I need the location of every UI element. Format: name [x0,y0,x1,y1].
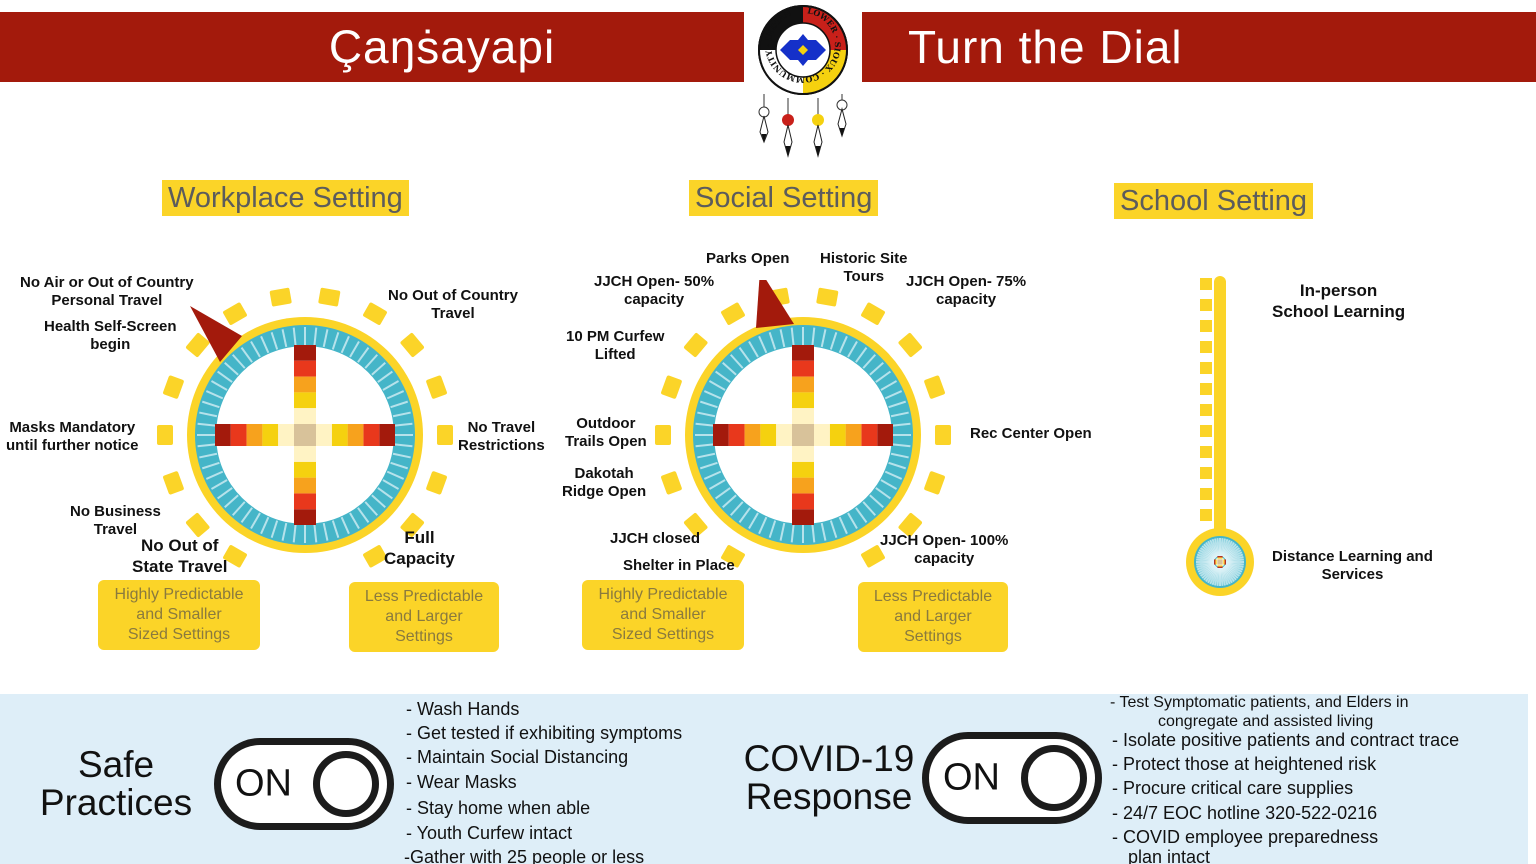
list-item: - Test Symptomatic patients, and Elders … [1110,694,1409,711]
list-item: - Wash Hands [406,699,520,719]
thermometer-tick [1200,425,1212,437]
social-label-dakotah: Dakotah Ridge Open [562,465,647,500]
social-label-jjch-closed: JJCH closed [610,530,701,547]
social-dial-ticks [655,287,951,568]
list-item: - 24/7 EOC hotline 320-522-0216 [1112,803,1378,823]
thermometer-tick [1200,446,1212,458]
safe-practices-list: - Wash Hands - Get tested if exhibiting … [404,697,682,864]
social-label-jjch-50: JJCH Open- 50% capacity [594,273,715,308]
workplace-badge-left: Highly Predictable and Smaller Sized Set… [98,580,260,650]
social-badge-right: Less Predictable and Larger Settings [858,582,1008,652]
toggle-knob-icon [1021,745,1087,811]
workplace-label-air-travel: No Air or Out of Country Personal Travel [20,274,194,309]
list-item: - Isolate positive patients and contract… [1112,730,1460,750]
safe-toggle-label: ON [235,762,292,805]
social-label-jjch-75: JJCH Open- 75% capacity [906,273,1027,308]
list-item: plan intact [1128,847,1211,864]
social-dial [655,280,951,568]
covid-response-toggle[interactable]: ON [922,732,1102,824]
social-title: Social Setting [689,180,879,216]
safe-practices-toggle[interactable]: ON [214,738,394,830]
list-item: - Wear Masks [406,772,517,792]
thermometer-tube [1214,276,1226,538]
thermometer-tick [1200,467,1212,479]
school-label-distance: Distance Learning and Services [1272,548,1433,583]
school-thermometer-scale [1200,278,1212,521]
toggle-knob-icon [313,751,379,817]
thermometer-tick [1200,320,1212,332]
thermometer-tick [1200,278,1212,290]
social-label-rec-center: Rec Center Open [970,425,1092,442]
list-item: - Protect those at heightened risk [1112,754,1377,774]
covid-response-list: - Test Symptomatic patients, and Elders … [1110,693,1409,731]
social-label-shelter: Shelter in Place [623,557,735,574]
list-item: - Youth Curfew intact [406,823,573,843]
thermometer-tick [1200,383,1212,395]
list-item: - Get tested if exhibiting symptoms [406,723,683,743]
pointer-arrow-icon [756,280,794,328]
workplace-label-self-screen: Health Self-Screen begin [44,318,177,353]
covid-toggle-label: ON [943,756,1000,799]
feather-icon [758,94,770,144]
header-banner-left: Çaŋṡayapi [0,12,744,82]
list-item: - Stay home when able [406,798,591,818]
safe-practices-title: Safe Practices [39,744,193,823]
thermometer-bulb-icon [1186,528,1254,596]
workplace-dial [157,287,453,568]
header-title-left: Çaŋṡayapi [328,21,556,73]
workplace-label-full-capacity: Full Capacity [384,528,455,568]
thermometer-tick [1200,299,1212,311]
social-label-jjch-100: JJCH Open- 100% capacity [880,532,1009,567]
workplace-label-no-restrictions: No Travel Restrictions [458,419,545,454]
covid-response-list-main: - Isolate positive patients and contract… [1112,728,1459,864]
workplace-label-country-travel: No Out of Country Travel [388,287,518,322]
medicine-wheel-icon [187,317,423,553]
covid-response-title: COVID-19 Response [743,738,915,817]
workplace-badge-right: Less Predictable and Larger Settings [349,582,499,652]
header-banner-right: Turn the Dial [862,12,1536,82]
social-badge-left: Highly Predictable and Smaller Sized Set… [582,580,744,650]
school-label-in-person: In-person School Learning [1272,281,1406,321]
workplace-label-masks: Masks Mandatory until further notice [6,419,139,454]
workplace-title: Workplace Setting [162,180,409,216]
header-title-right: Turn the Dial [908,21,1183,73]
list-item: - Maintain Social Distancing [406,747,629,767]
medicine-wheel-icon [685,317,921,553]
social-label-curfew: 10 PM Curfew Lifted [566,328,665,363]
thermometer-tick [1200,488,1212,500]
social-label-historic: Historic Site Tours [820,250,908,285]
pointer-arrow-icon [190,306,242,362]
thermometer-tick [1200,404,1212,416]
lower-sioux-emblem-icon: LOWER · SIOUX · COMMUNITY · INDIAN [758,5,848,158]
list-item: congregate and assisted living [1158,713,1374,730]
workplace-dial-ticks [157,287,453,568]
thermometer-tick [1200,341,1212,353]
social-label-trails: Outdoor Trails Open [565,415,647,450]
thermometer-tick [1200,509,1212,521]
social-label-parks: Parks Open [706,250,790,267]
workplace-label-business-travel: No Business Travel [70,503,161,538]
thermometer-icon [1186,276,1254,596]
thermometer-tick [1200,362,1212,374]
list-item: - Procure critical care supplies [1112,778,1354,798]
list-item: - COVID employee preparedness [1112,827,1379,847]
school-title: School Setting [1114,183,1314,219]
workplace-label-state-travel: No Out of State Travel [132,536,228,576]
list-item: -Gather with 25 people or less [404,847,645,864]
